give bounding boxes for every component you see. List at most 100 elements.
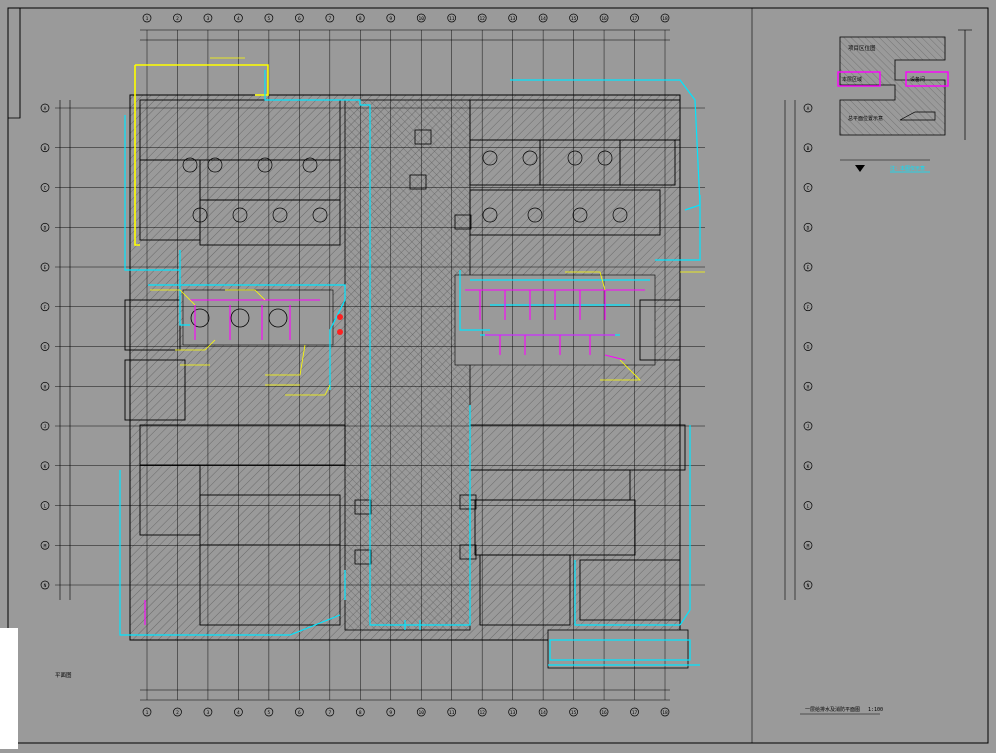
grid-bubble-label: N [807,583,810,589]
grid-bubble [203,707,213,717]
legend-note: 注：本图仅示意 [890,165,925,172]
fixture-symbol [192,207,208,223]
fixture-symbol [182,157,198,173]
grid-bubble-label: 15 [571,16,577,22]
fixture-symbol [522,150,538,166]
grid-bubble-label: B [807,146,810,152]
grid-bubble [264,13,274,23]
grid-bubble [40,580,50,590]
grid-bubble [40,381,50,391]
grid-bubble-label: 11 [449,710,455,716]
grid-bubble-label: 2 [176,16,179,22]
fire-pump-marker [337,329,343,335]
grid-bubble [630,707,639,717]
fixture-symbol [207,157,223,173]
room-outline [199,199,341,246]
grid-bubble [40,262,50,272]
central-corridor [344,99,471,631]
grid-bubble [40,103,50,113]
grid-bubble [40,501,50,510]
room-outline [124,359,186,421]
grid-bubble-label: L [807,504,810,510]
grid-bubble [295,13,304,23]
grid-bubble-label: H [807,384,810,390]
grid-bubble [599,13,609,23]
grid-bubble-label: F [44,305,47,311]
structural-grid [55,29,796,701]
grid-bubble-label: 12 [479,710,485,716]
grid-bubble-label: 6 [298,710,301,716]
grid-bubble-label: 12 [479,16,485,22]
grid-bubble [803,461,813,471]
fixture-symbol [482,207,498,223]
grid-bubble-label: G [807,345,810,351]
fixture-symbol [572,207,588,223]
room-outline [139,424,346,466]
grid-bubble [355,13,365,23]
grid-bubble [40,143,50,153]
fixture-symbol [302,157,318,173]
scope-outline [135,64,269,96]
grid-bubble [599,707,609,717]
grid-bubble [40,461,50,471]
corner-panel [0,628,18,749]
grid-bubble [660,13,670,23]
plumbing-fixtures [182,129,628,565]
grid-bubble [447,13,457,23]
grid-bubble-label: 7 [328,710,331,716]
plan-label: 平面图 [55,671,72,679]
grid-bubble [569,13,578,23]
grid-bubble-label: H [44,384,47,390]
grid-bubble [538,707,548,717]
grid-bubble-label: 9 [389,16,392,22]
grid-bubble [40,540,50,550]
grid-bubble [142,13,152,23]
grid-bubbles: 1122334455667788991010111112121313141415… [40,13,813,717]
shaft-symbol [354,499,372,515]
fire-system [144,289,645,625]
grid-bubble-label: 2 [176,710,179,716]
fixture-symbol [567,150,583,166]
grid-bubble-label: 4 [237,710,240,716]
grid-bubble-label: J [44,424,47,430]
grid-bubble [173,13,182,23]
grid-bubble [803,103,813,113]
room-outline [639,299,681,361]
grid-bubble [803,143,813,153]
grid-bubble [234,13,243,23]
shaft-symbol [459,494,477,510]
grid-bubble [508,13,517,23]
grid-bubble [325,707,335,717]
grid-bubble-label: 1 [146,16,149,22]
grid-bubble [803,381,813,391]
room-partitions [124,99,686,626]
grid-bubble [803,262,813,272]
grid-bubble-label: 13 [510,710,516,716]
grid-bubble-label: N [44,583,47,589]
grid-bubble [477,707,487,717]
grid-bubble-label: K [44,464,47,470]
grid-bubble [40,342,50,351]
grid-bubble-label: 17 [632,16,638,22]
grid-bubble-label: M [807,543,810,549]
pump-symbol [268,308,288,328]
shaft-symbol [454,214,472,230]
key-plan [837,29,972,173]
grid-bubble [447,707,457,717]
key-plan-label-2: 设备间 [910,76,925,83]
grid-bubble [416,13,426,23]
grid-bubble [538,13,548,23]
grid-bubble [386,13,396,23]
grid-bubble-label: 7 [328,16,331,22]
grid-bubble-label: 18 [662,16,668,22]
fixture-symbol [482,150,498,166]
grid-bubble [264,707,274,717]
fixture-symbol [272,207,288,223]
grid-bubble [173,707,182,717]
key-plan-title: 项目区位图 [848,44,876,52]
grid-bubble-label: D [44,225,47,231]
grid-bubble-label: D [807,225,810,231]
water-pipe-network [119,70,701,666]
grid-bubble [803,342,813,351]
